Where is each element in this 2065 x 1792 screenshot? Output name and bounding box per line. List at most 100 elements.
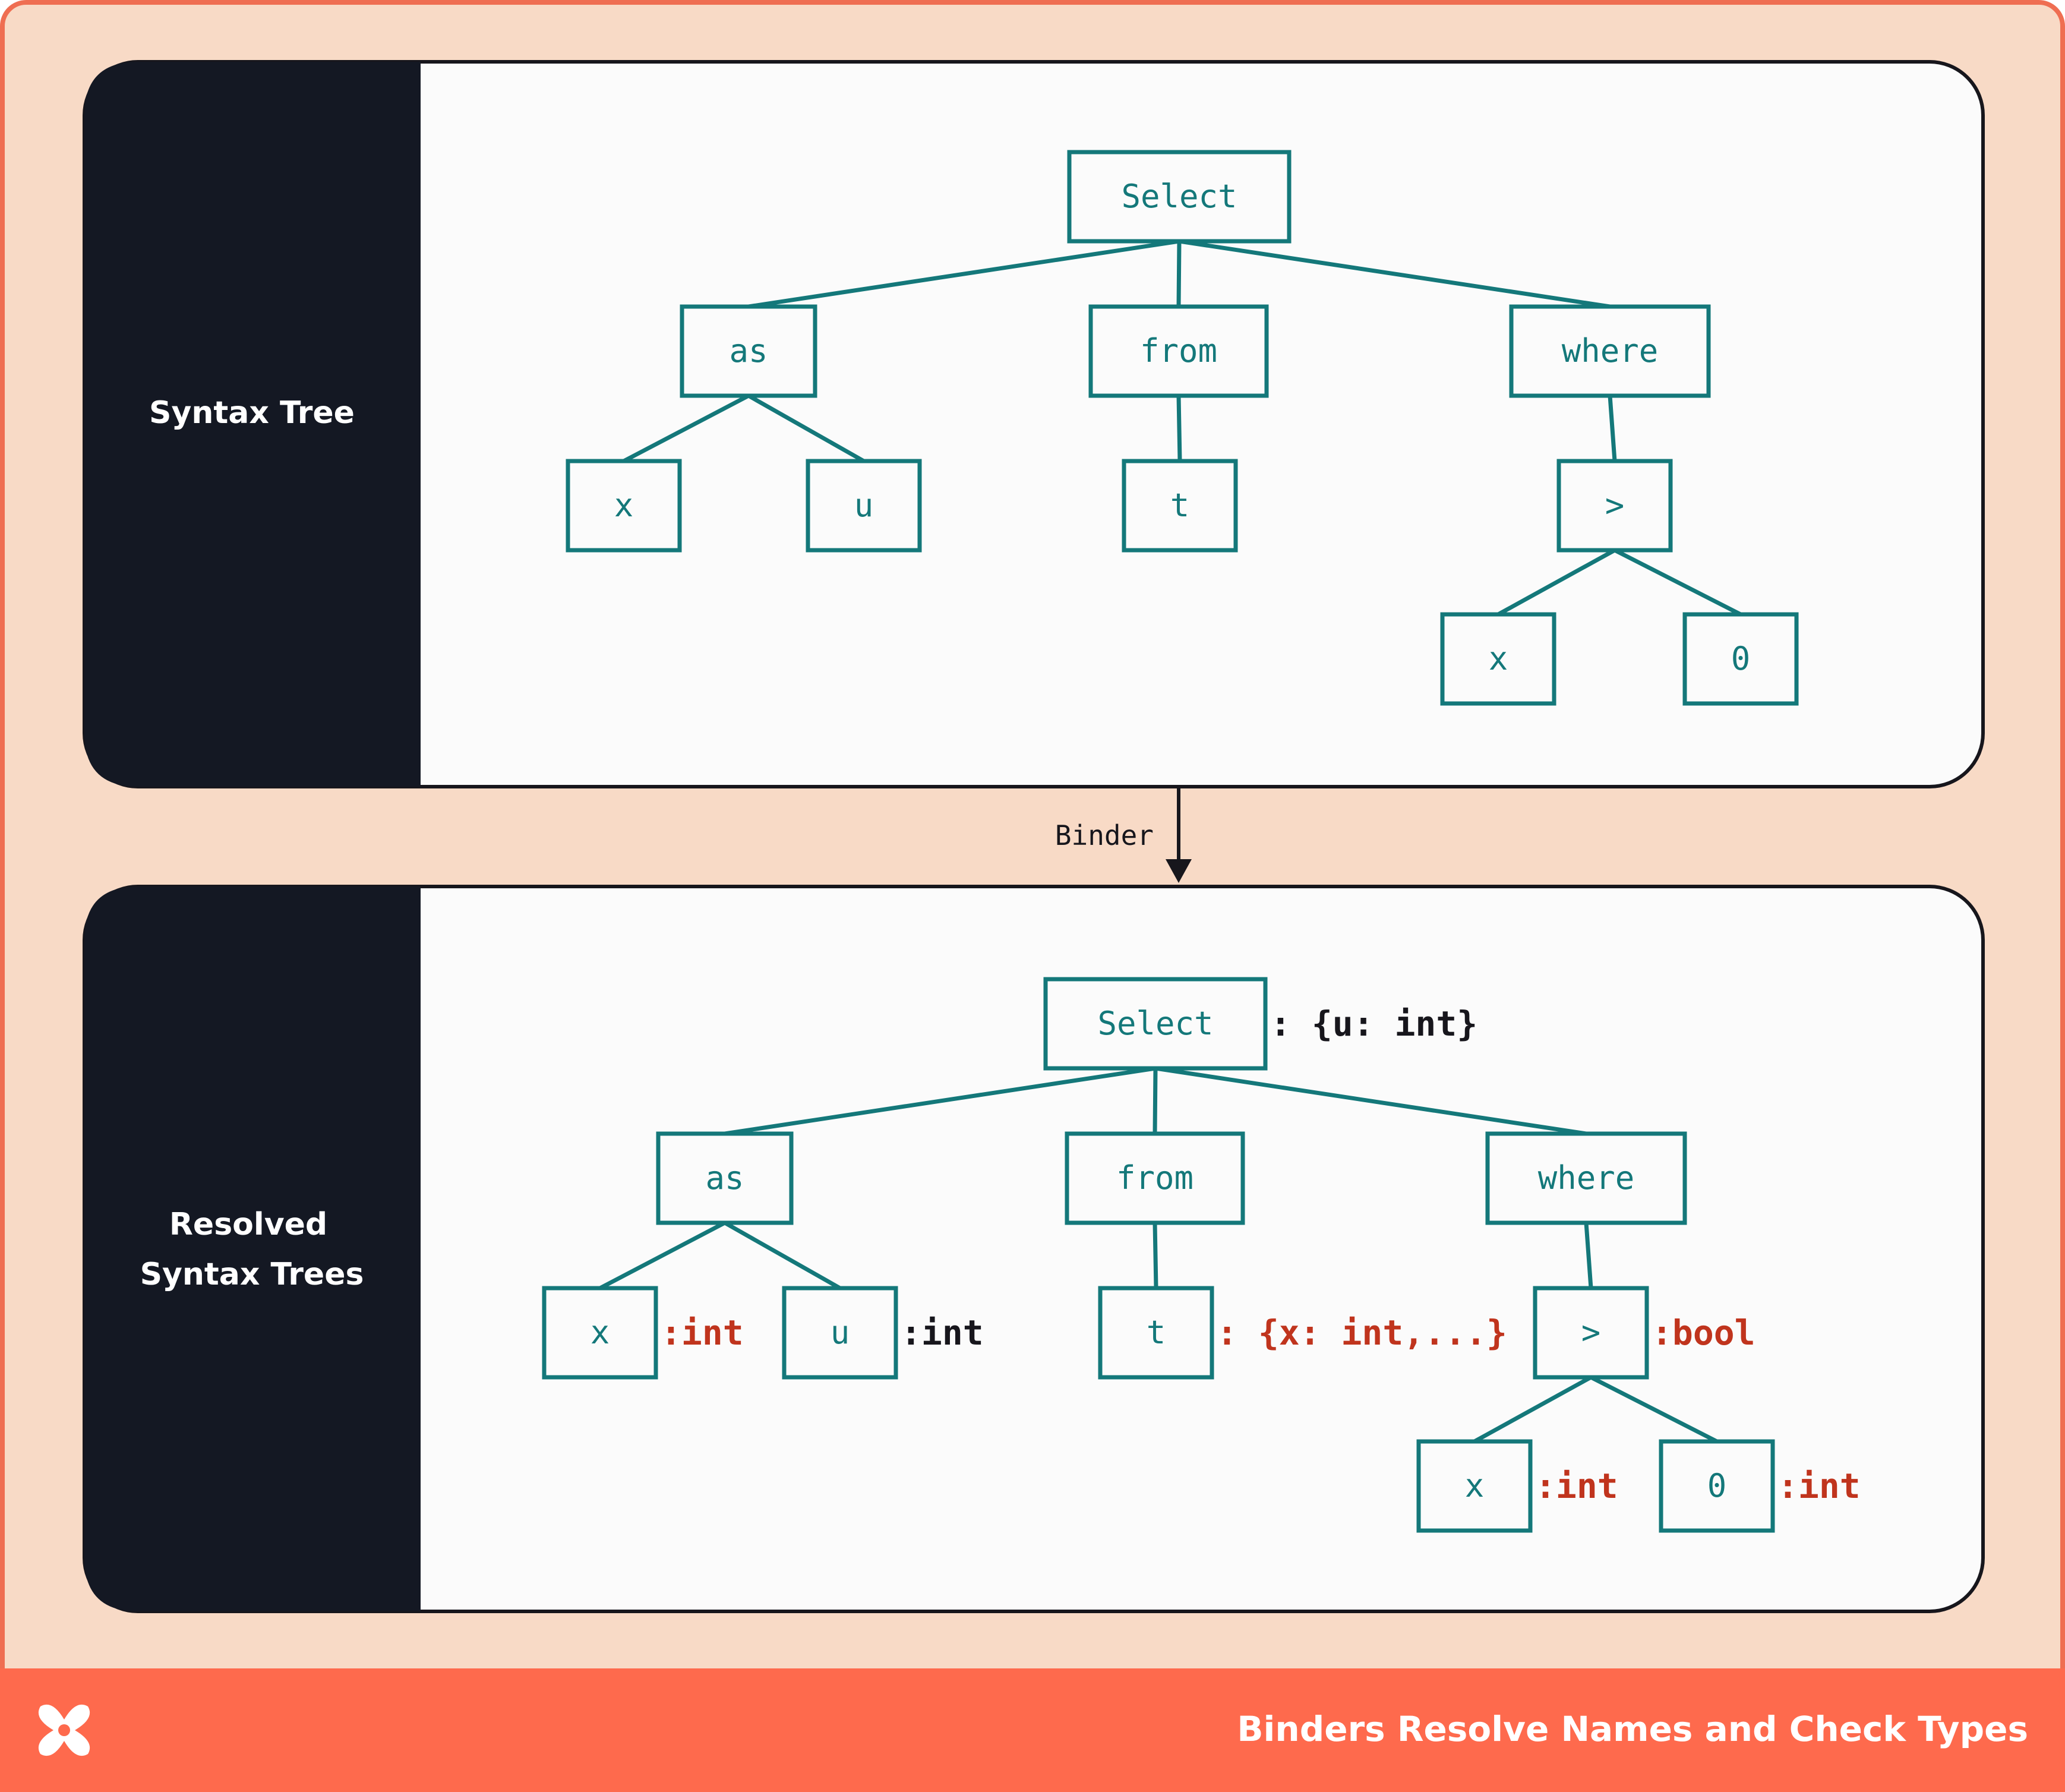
tree-edge bbox=[1155, 1066, 1587, 1136]
node-box bbox=[1659, 1439, 1775, 1533]
tree-edge bbox=[623, 393, 750, 463]
footer-title: Binders Resolve Names and Check Types bbox=[1237, 1709, 2028, 1749]
tree-edge bbox=[1179, 239, 1611, 309]
tree-node-u: u :int bbox=[782, 1286, 984, 1380]
node-label: as bbox=[705, 1159, 744, 1197]
node-label: where bbox=[1538, 1159, 1635, 1197]
node-box bbox=[1088, 304, 1269, 398]
node-box bbox=[1485, 1131, 1687, 1225]
node-type-annotation: :int bbox=[661, 1313, 744, 1353]
node-label: Select bbox=[1097, 1005, 1213, 1042]
tree-node-where: where bbox=[1509, 304, 1711, 398]
tree-node-select: Select bbox=[1067, 150, 1292, 244]
top-panel-dark-sidebar bbox=[84, 62, 421, 787]
node-box bbox=[1509, 304, 1711, 398]
node-type-annotation: : {u: int} bbox=[1270, 1004, 1477, 1044]
node-box bbox=[1682, 612, 1799, 706]
node-label: Select bbox=[1121, 178, 1237, 215]
node-box bbox=[1533, 1286, 1649, 1380]
node-box bbox=[656, 1131, 794, 1225]
tree-node-x1: x :int bbox=[542, 1286, 744, 1380]
node-type-annotation: :int bbox=[901, 1313, 984, 1353]
binder-label: Binder bbox=[1055, 819, 1154, 851]
tree-edge bbox=[724, 1220, 841, 1291]
tree-node-zero: 0 bbox=[1682, 612, 1799, 706]
node-label: u bbox=[831, 1314, 850, 1351]
node-type-annotation: :bool bbox=[1652, 1313, 1755, 1353]
node-box bbox=[1067, 150, 1292, 244]
node-label: > bbox=[1581, 1314, 1601, 1351]
tree-node-x2: x :int bbox=[1416, 1439, 1618, 1533]
node-box bbox=[1556, 459, 1673, 553]
node-box bbox=[1440, 612, 1556, 706]
resolved-tree: Select : {u: int} as from where x :int u :int t : … bbox=[542, 977, 1861, 1533]
node-label: x bbox=[614, 487, 634, 524]
node-box bbox=[542, 1286, 658, 1380]
tree-edge bbox=[1614, 548, 1742, 617]
node-label: x bbox=[1465, 1467, 1485, 1504]
node-box bbox=[1122, 459, 1238, 553]
tree-edge bbox=[1176, 395, 1182, 462]
tree-edge bbox=[599, 1220, 726, 1291]
node-box bbox=[1098, 1286, 1214, 1380]
tree-node-from: from bbox=[1088, 304, 1269, 398]
node-label: where bbox=[1562, 332, 1659, 370]
bottom-panel-dark-sidebar bbox=[84, 886, 421, 1611]
tree-node-gt: > :bool bbox=[1533, 1286, 1755, 1380]
x-logo-icon bbox=[38, 1704, 90, 1756]
node-box bbox=[782, 1286, 898, 1380]
tree-node-gt: > bbox=[1556, 459, 1673, 553]
tree-edge bbox=[724, 1066, 1156, 1136]
node-label: u bbox=[854, 487, 874, 524]
node-label: from bbox=[1116, 1159, 1193, 1197]
tree-edge bbox=[1153, 1222, 1158, 1289]
tree-node-t: t bbox=[1122, 459, 1238, 553]
node-label: 0 bbox=[1731, 640, 1751, 677]
tree-node-where: where bbox=[1485, 1131, 1687, 1225]
node-label: x bbox=[591, 1314, 610, 1351]
tree-node-x2: x bbox=[1440, 612, 1556, 706]
tree-node-u: u bbox=[806, 459, 922, 553]
node-type-annotation: : {x: int,...} bbox=[1217, 1313, 1507, 1353]
tree-node-t: t : {x: int,...} bbox=[1098, 1286, 1507, 1380]
node-type-annotation: :int bbox=[1777, 1466, 1861, 1506]
node-label: t bbox=[1147, 1314, 1166, 1351]
tree-edge bbox=[748, 239, 1180, 309]
tree-node-select: Select : {u: int} bbox=[1043, 977, 1477, 1071]
tree-edge bbox=[1608, 395, 1617, 462]
tree-edge bbox=[1473, 1375, 1592, 1444]
bottom-panel: Resolved Syntax Trees bbox=[83, 885, 1985, 1613]
tree-edge bbox=[1497, 548, 1616, 617]
syntax-tree: Select as from where x u t > x 0 bbox=[566, 150, 1799, 706]
tree-edge bbox=[1584, 1222, 1593, 1289]
bottom-panel-label-line-2: Syntax Trees bbox=[140, 1257, 364, 1292]
footer-bar bbox=[0, 1668, 2065, 1792]
node-label: as bbox=[729, 332, 768, 370]
tree-node-x1: x bbox=[566, 459, 682, 553]
node-box bbox=[680, 304, 817, 398]
node-label: x bbox=[1489, 640, 1508, 677]
bottom-panel-label-line-1: Resolved bbox=[169, 1207, 327, 1242]
node-box bbox=[566, 459, 682, 553]
binder-arrow bbox=[1166, 787, 1192, 883]
tree-node-as: as bbox=[680, 304, 817, 398]
tree-edge bbox=[747, 393, 865, 463]
node-box bbox=[1416, 1439, 1533, 1533]
node-label: t bbox=[1170, 487, 1190, 524]
node-box bbox=[1065, 1131, 1245, 1225]
node-label: > bbox=[1605, 487, 1625, 524]
top-panel: Syntax Tree bbox=[83, 60, 1985, 788]
tree-node-from: from bbox=[1065, 1131, 1245, 1225]
tree-node-zero: 0 :int bbox=[1659, 1439, 1861, 1533]
node-box bbox=[1043, 977, 1268, 1071]
node-label: from bbox=[1140, 332, 1217, 370]
tree-node-as: as bbox=[656, 1131, 794, 1225]
node-label: 0 bbox=[1707, 1467, 1727, 1504]
node-type-annotation: :int bbox=[1535, 1466, 1618, 1506]
tree-edge bbox=[1590, 1375, 1718, 1444]
node-box bbox=[806, 459, 922, 553]
top-panel-label: Syntax Tree bbox=[149, 395, 355, 431]
